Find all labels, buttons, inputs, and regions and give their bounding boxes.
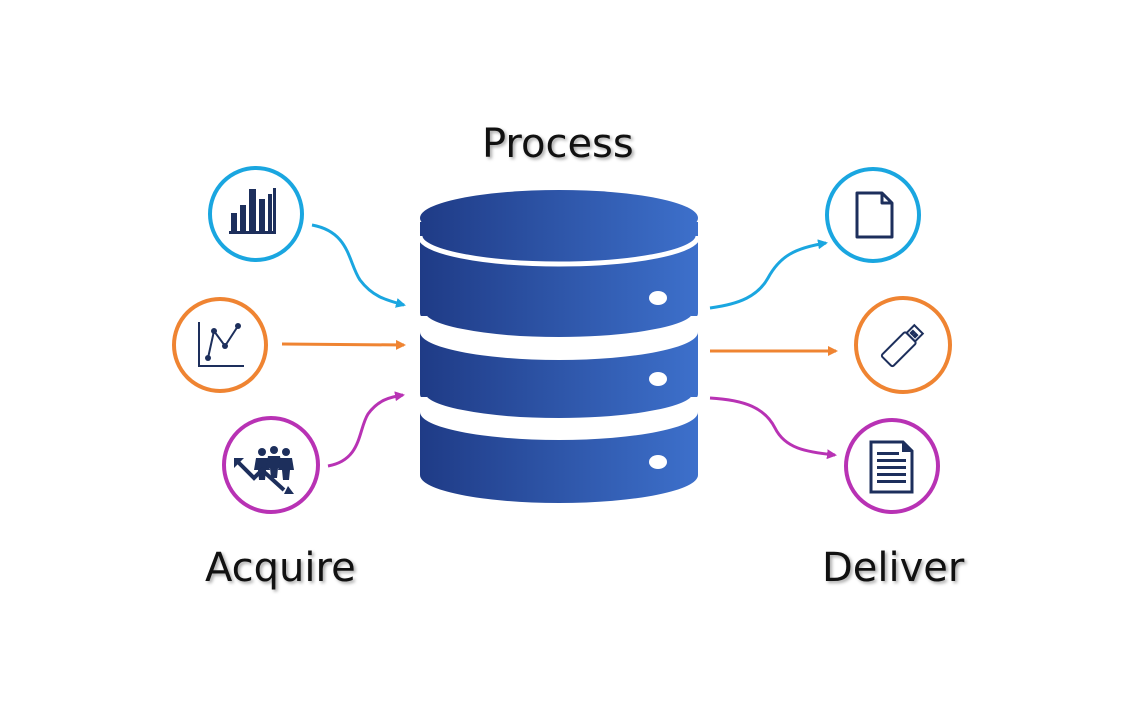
- source-line-chart: [172, 297, 268, 393]
- usb-drive-icon: [880, 323, 925, 368]
- process-label: Process: [482, 121, 634, 167]
- people-growth-icon: [234, 446, 294, 494]
- bar-chart-icon: [229, 188, 276, 234]
- indicator-dot: [649, 455, 667, 469]
- file-icon: [855, 191, 894, 239]
- line-chart-icon: [198, 322, 244, 367]
- source-people-growth: [222, 416, 320, 514]
- arrow-out-cyan: [709, 239, 828, 310]
- source-bar-chart: [208, 166, 304, 262]
- arrow-out-magenta: [709, 396, 837, 460]
- arrow-in-cyan: [311, 223, 406, 308]
- acquire-label: Acquire: [205, 545, 356, 591]
- arrow-in-magenta: [327, 391, 405, 468]
- indicator-dot: [649, 291, 667, 305]
- output-file: [825, 167, 921, 263]
- database-icon: [413, 190, 705, 503]
- document-icon: [869, 440, 914, 494]
- output-document: [844, 418, 940, 514]
- indicator-dot: [649, 372, 667, 386]
- arrow-in-orange: [281, 339, 406, 350]
- output-usb-drive: [854, 296, 952, 394]
- deliver-label: Deliver: [822, 545, 965, 591]
